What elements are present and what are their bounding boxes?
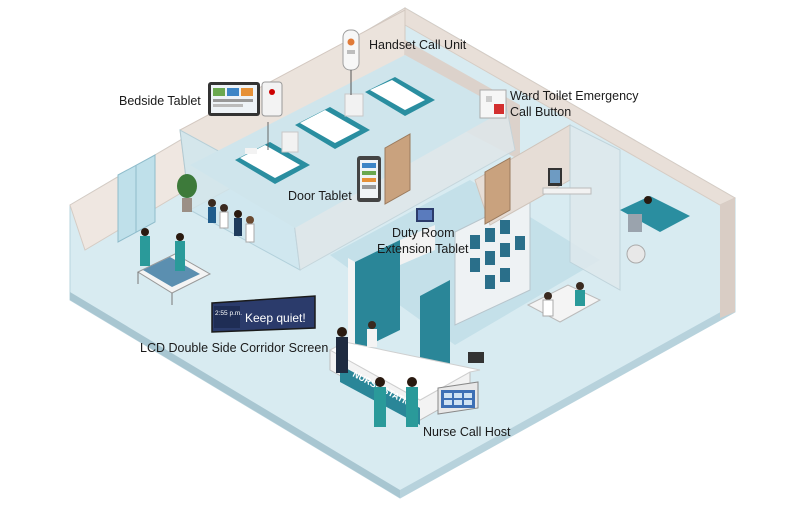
label-ward-toilet-line2: Call Button xyxy=(510,105,572,119)
toilet-call-button-device xyxy=(479,89,507,119)
corridor-nurses xyxy=(140,228,185,271)
corridor-screen-time: 2:55 p.m. xyxy=(215,310,242,317)
potted-plant xyxy=(177,174,197,212)
duty-room-door xyxy=(484,157,511,225)
label-ward-toilet-line1: Ward Toilet Emergency xyxy=(510,89,639,103)
ward-bed-3 xyxy=(365,77,435,116)
treatment-room xyxy=(542,168,690,264)
corridor-screen-message: Keep quiet! xyxy=(245,311,306,325)
ward-bed-1 xyxy=(235,142,310,184)
label-nurse-call-host: Nurse Call Host xyxy=(423,425,511,439)
right-outer-wall xyxy=(720,198,735,318)
label-door-tablet: Door Tablet xyxy=(288,189,352,203)
duty-room-partition xyxy=(569,124,621,291)
ward-bed-2 xyxy=(295,107,370,149)
waiting-people xyxy=(208,199,255,243)
label-bedside-tablet: Bedside Tablet xyxy=(119,94,201,108)
floor-edge xyxy=(70,292,400,498)
left-glass-door xyxy=(117,154,156,243)
bedside-tablet-device xyxy=(208,81,283,150)
handset-call-unit-device xyxy=(342,29,360,95)
corridor-patient-bed xyxy=(136,253,212,305)
duty-room-tablet-device xyxy=(416,208,434,222)
station-staff xyxy=(336,321,418,427)
station-back-cabinets xyxy=(348,225,450,380)
label-handset-call-unit: Handset Call Unit xyxy=(369,38,467,52)
label-duty-room-line2: Extension Tablet xyxy=(377,242,469,256)
ward-cabinet-2 xyxy=(281,131,299,153)
ward-cabinet xyxy=(344,93,364,117)
floor-edge-right xyxy=(400,304,735,498)
label-duty-room-line1: Duty Room xyxy=(392,226,455,240)
door-tablet-device xyxy=(357,156,381,202)
station-shelving xyxy=(454,194,531,326)
nurse-call-host-device xyxy=(437,381,479,415)
ward-door xyxy=(384,133,411,205)
station-laptop xyxy=(468,352,484,363)
label-lcd-screen: LCD Double Side Corridor Screen xyxy=(140,341,329,355)
lcd-corridor-screen xyxy=(211,295,316,333)
duty-room-desk xyxy=(526,282,602,323)
